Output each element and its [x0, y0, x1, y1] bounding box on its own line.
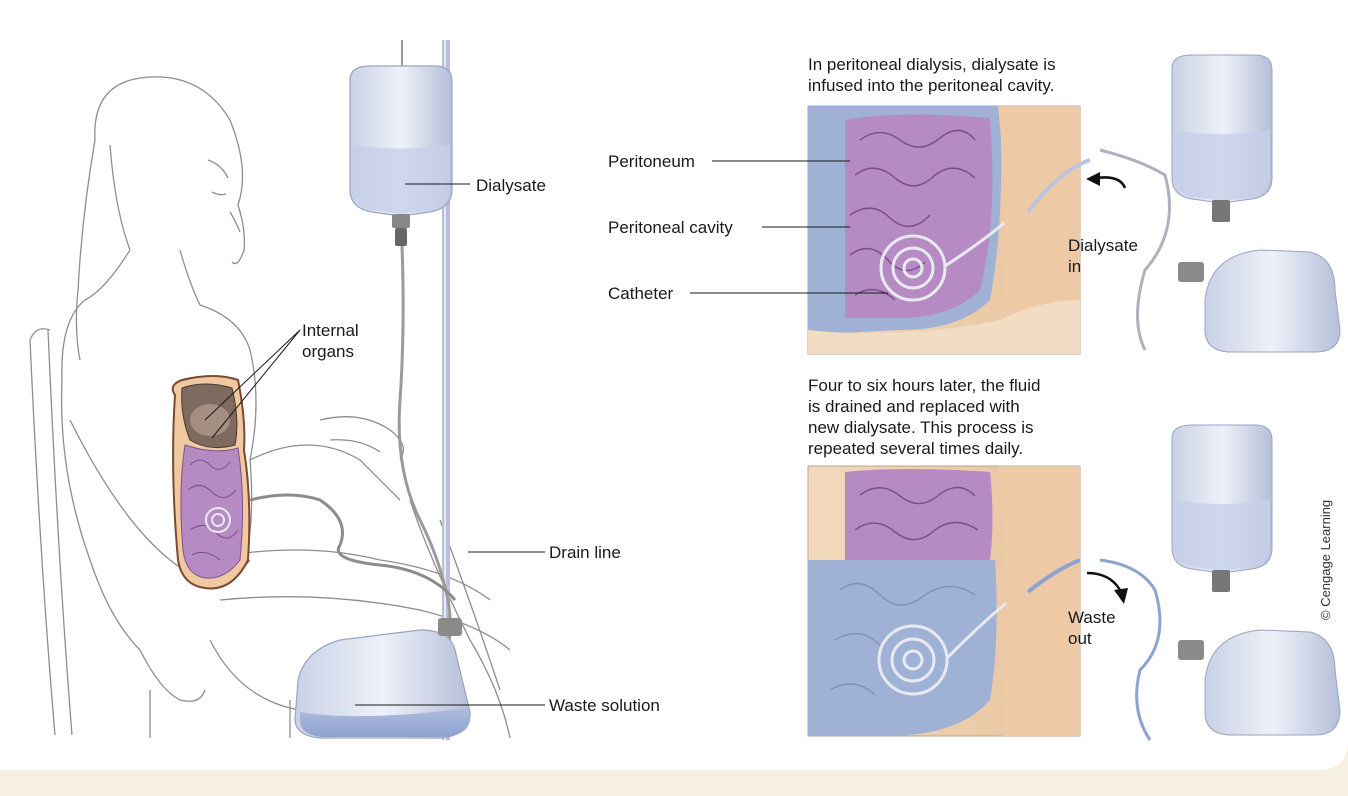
- caption-bottom-line4: repeated several times daily.: [808, 438, 1128, 459]
- label-dialysate-in-line2: in: [1068, 256, 1081, 277]
- label-internal-organs-line2: organs: [302, 341, 354, 362]
- caption-top-line1: In peritoneal dialysis, dialysate is: [808, 54, 1128, 75]
- label-dialysate-in-line1: Dialysate: [1068, 235, 1138, 256]
- label-dialysate: Dialysate: [476, 175, 546, 196]
- label-peritoneal-cavity: Peritoneal cavity: [608, 217, 733, 238]
- inset-bottom: [808, 466, 1080, 736]
- caption-top-line2: infused into the peritoneal cavity.: [808, 75, 1128, 96]
- abdominal-cutaway: [173, 376, 250, 588]
- label-internal-organs-line1: Internal: [302, 320, 359, 341]
- inset-top: [808, 106, 1080, 354]
- label-drain-line: Drain line: [549, 542, 621, 563]
- dialysate-bag-top-right: [1172, 55, 1272, 222]
- dialysate-bag-bottom-right: [1172, 425, 1272, 592]
- caption-bottom-line3: new dialysate. This process is: [808, 417, 1128, 438]
- caption-top: In peritoneal dialysis, dialysate is inf…: [808, 54, 1128, 96]
- caption-bottom-line2: is drained and replaced with: [808, 396, 1128, 417]
- label-peritoneum: Peritoneum: [608, 151, 695, 172]
- caption-bottom: Four to six hours later, the fluid is dr…: [808, 375, 1128, 459]
- caption-bottom-line1: Four to six hours later, the fluid: [808, 375, 1128, 396]
- label-catheter: Catheter: [608, 283, 673, 304]
- label-waste-solution: Waste solution: [549, 695, 660, 716]
- label-waste-out-line1: Waste: [1068, 607, 1116, 628]
- copyright-credit: © Cengage Learning: [1318, 500, 1333, 620]
- label-waste-out-line2: out: [1068, 628, 1092, 649]
